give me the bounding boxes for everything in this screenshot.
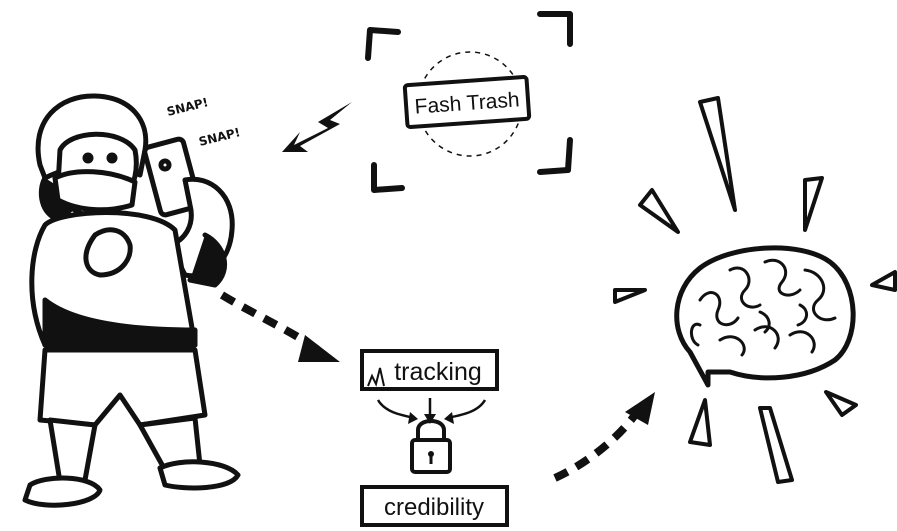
tracking-graph-icon: [367, 367, 385, 387]
tracking-label-box: [360, 349, 499, 391]
lightning-bolt-icon: [282, 102, 352, 152]
camera-viewfinder-icon: [365, 11, 573, 193]
dashed-arrow-icon: [219, 291, 340, 362]
snap-text-1: SNAP!: [165, 95, 209, 119]
fash-trash-label-box: [402, 74, 532, 130]
dashed-arrow-icon: [553, 392, 655, 482]
brain-icon: [674, 245, 856, 388]
person-photographing-icon: [22, 93, 241, 508]
snap-text-2: SNAP!: [197, 125, 241, 149]
padlock-icon: [410, 419, 452, 474]
radiating-rays-icon: [613, 96, 897, 484]
credibility-label: credibility: [384, 494, 484, 521]
credibility-label-box: [360, 485, 509, 527]
tracking-label: tracking: [394, 358, 482, 386]
